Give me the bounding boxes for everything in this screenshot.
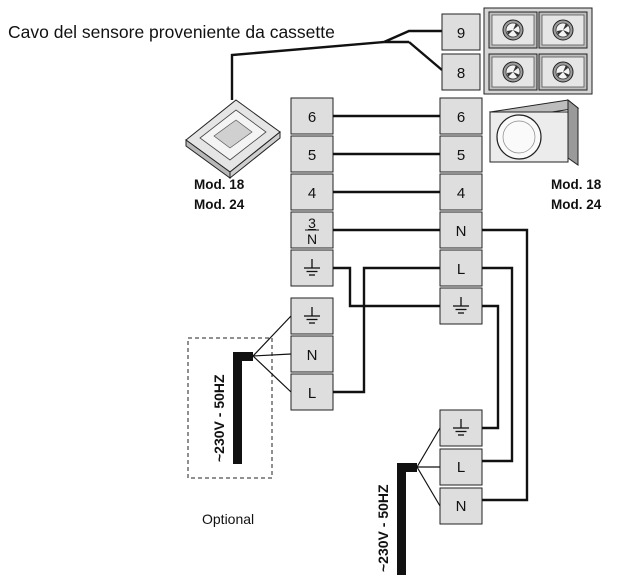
outdoor-supply-block (439, 409, 483, 525)
outdoor-supply-n (439, 487, 483, 525)
outdoor-terminal-l-label: L (457, 261, 465, 278)
sensor-cable-caption: Cavo del sensore proveniente da cassette (8, 22, 335, 42)
indoor-supply-ground (290, 297, 334, 335)
outdoor-terminal-5-label: 5 (457, 147, 465, 164)
indoor-terminal-3-label: 3 (308, 215, 316, 231)
indoor-terminal-6 (290, 97, 334, 135)
indoor-terminal-5-label: 5 (308, 147, 316, 164)
indoor-supply-voltage-label: ~230V - 50HZ (211, 374, 227, 462)
indoor-supply-n (290, 335, 334, 373)
indoor-model-line-1: Mod. 18 (194, 177, 245, 192)
outdoor-model-line-2: Mod. 24 (551, 197, 602, 212)
indoor-terminal-n-sublabel: N (307, 231, 317, 247)
outdoor-supply-cable (397, 427, 441, 575)
optional-label: Optional (202, 511, 254, 527)
outdoor-supply-voltage-label: ~230V - 50HZ (375, 484, 391, 572)
outdoor-terminal-6-label: 6 (457, 109, 465, 126)
indoor-supply-l-label: L (308, 385, 316, 402)
outdoor-terminal-l (439, 249, 483, 287)
indoor-terminal-5 (290, 135, 334, 173)
indoor-supply-n-label: N (307, 347, 318, 364)
indoor-terminal-4-label: 4 (308, 185, 316, 202)
indoor-model-line-2: Mod. 24 (194, 197, 245, 212)
outdoor-terminal-block (439, 97, 483, 325)
indoor-supply-cable (233, 315, 292, 464)
outdoor-terminal-n-label: N (456, 223, 467, 240)
outdoor-supply-l-label: L (457, 459, 465, 476)
indoor-terminal-6-label: 6 (308, 109, 316, 126)
cassette-unit-icon (185, 99, 281, 180)
terminal-9 (441, 13, 481, 51)
outdoor-terminal-4 (439, 173, 483, 211)
terminal-8-label: 8 (457, 65, 465, 82)
terminal-9-label: 9 (457, 25, 465, 42)
outdoor-model-line-1: Mod. 18 (551, 177, 602, 192)
outdoor-supply-n-label: N (456, 498, 467, 515)
optional-supply-box (187, 337, 273, 479)
fan-coil-icon (483, 7, 593, 95)
outdoor-unit-icon (488, 98, 580, 166)
terminal-8 (441, 53, 481, 91)
outdoor-terminal-4-label: 4 (457, 185, 465, 202)
indoor-terminal-block (290, 97, 334, 287)
sensor-cable (230, 29, 443, 100)
interconnect-wires (333, 114, 529, 502)
indoor-supply-block (290, 297, 334, 411)
outdoor-terminal-n (439, 211, 483, 249)
outdoor-terminal-ground (439, 287, 483, 325)
